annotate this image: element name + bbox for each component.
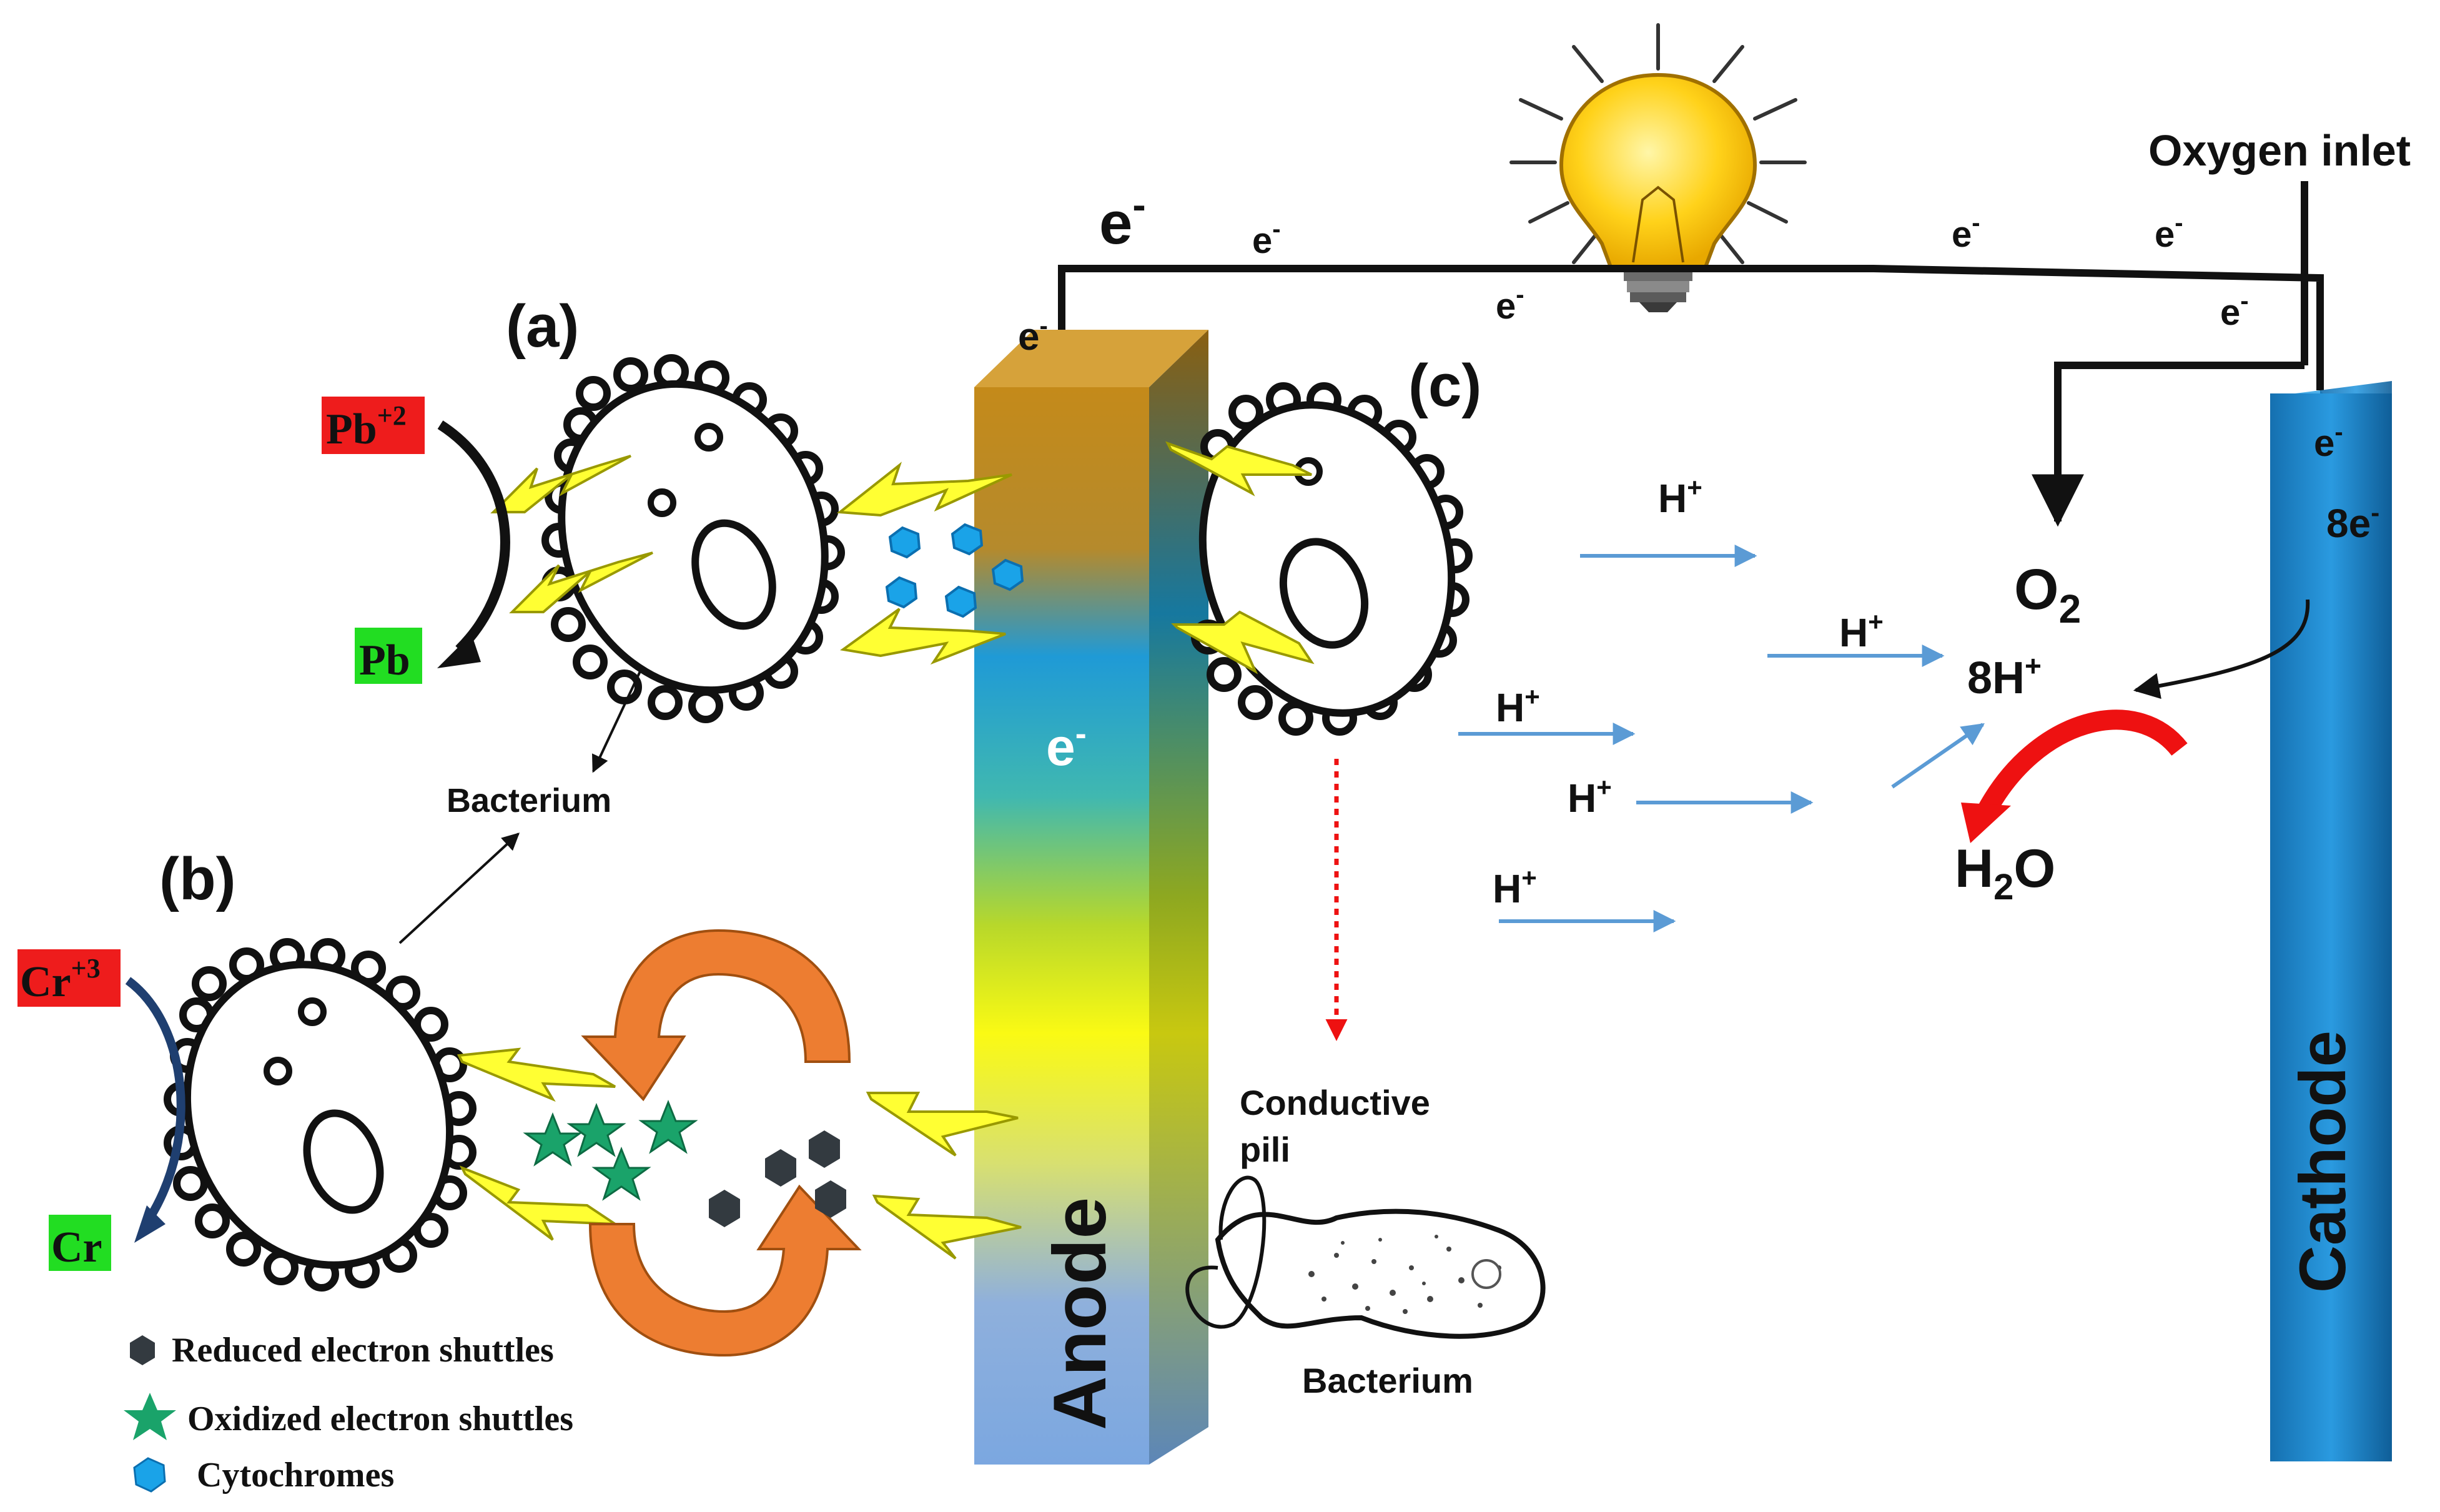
cr3-badge <box>17 949 121 1007</box>
legend: Reduced electron shuttles Oxidized elect… <box>124 1331 573 1495</box>
electron-label: e- <box>2220 287 2249 333</box>
external-circuit-wire <box>1058 181 2324 527</box>
electron-label: e- <box>1046 715 1087 776</box>
bacterium-label: Bacterium <box>447 782 611 819</box>
electron-label: e- <box>1099 182 1146 257</box>
cathode-reaction: O2 8H+ H2O <box>1891 558 2310 907</box>
metal-reduction-a: Pb+2 Pb <box>322 397 510 684</box>
electron-label: e- <box>1252 215 1281 261</box>
conductive-pili-label: Conductive pili <box>1240 1083 1440 1169</box>
h2o-label: H2O <box>1955 839 2055 907</box>
proton-label: H+ <box>1658 473 1702 521</box>
svg-text:Cr+3: Cr+3 <box>20 953 101 1006</box>
electron-label: e- <box>2314 418 2343 464</box>
reduced-shuttle-icon <box>130 1335 155 1365</box>
oxidized-shuttle-icon <box>124 1393 176 1440</box>
electron-label: e- <box>1496 281 1524 327</box>
cathode-electrode: Cathode <box>2270 381 2392 1461</box>
panel-b-label: (b) <box>159 846 236 912</box>
reduced-electron-shuttles <box>709 1130 846 1227</box>
proton-label: H+ <box>1839 607 1884 655</box>
proton-label: H+ <box>1568 773 1612 821</box>
electron-label: e- <box>1018 312 1048 358</box>
legend-oxidized-label: Oxidized electron shuttles <box>187 1400 573 1438</box>
svg-text:Pb: Pb <box>359 636 410 684</box>
electron-label: e- <box>1952 209 1980 255</box>
bacterium-annotation: Bacterium <box>398 671 641 944</box>
proton-label: H+ <box>1493 863 1537 911</box>
bacterium-a <box>541 354 845 723</box>
svg-text:Pb+2: Pb+2 <box>326 400 407 453</box>
eight-electrons-label: 8e- <box>2326 498 2379 546</box>
panel-c-label: (c) <box>1408 352 1481 419</box>
pb-badge <box>355 628 422 684</box>
reaction-arrow <box>1977 709 2188 817</box>
bacterium-b <box>164 938 477 1292</box>
proton-migration: H+ H+ H+ H+ H+ <box>1458 473 1945 932</box>
light-bulb-icon <box>1509 23 1807 312</box>
cathode-label: Cathode <box>2286 1030 2359 1293</box>
cytochromes <box>885 523 1024 618</box>
pb2-badge <box>322 397 425 454</box>
bacterium-c <box>1191 382 1473 736</box>
o2-label: O2 <box>2014 558 2081 631</box>
electron-shuttle-cycle <box>581 929 862 1357</box>
cr-badge <box>49 1215 111 1271</box>
legend-reduced-label: Reduced electron shuttles <box>172 1331 554 1370</box>
panel-a-label: (a) <box>506 293 579 360</box>
anode-electrode: Anode <box>974 330 1208 1465</box>
electron-labels: e- e- e- e- e- e- e- e- e- 8e- <box>1018 182 2379 776</box>
proton-label: H+ <box>1496 682 1540 730</box>
electron-label: e- <box>2155 209 2183 255</box>
pili-bacterium: Conductive pili Bacterium <box>1185 759 1546 1400</box>
oxidized-electron-shuttles <box>523 1099 698 1201</box>
svg-text:Cr: Cr <box>51 1223 102 1272</box>
cytochrome-icon <box>133 1457 166 1493</box>
oxygen-inlet-label: Oxygen inlet <box>2148 126 2411 175</box>
metal-reduction-b: Cr+3 Cr <box>17 949 185 1272</box>
bacterium-lower-label: Bacterium <box>1302 1361 1473 1400</box>
legend-cytochromes-label: Cytochromes <box>197 1456 394 1495</box>
anode-label: Anode <box>1038 1197 1122 1430</box>
eight-h-plus-label: 8H+ <box>1967 650 2042 703</box>
electron-transfer-bolts <box>457 441 1315 1260</box>
